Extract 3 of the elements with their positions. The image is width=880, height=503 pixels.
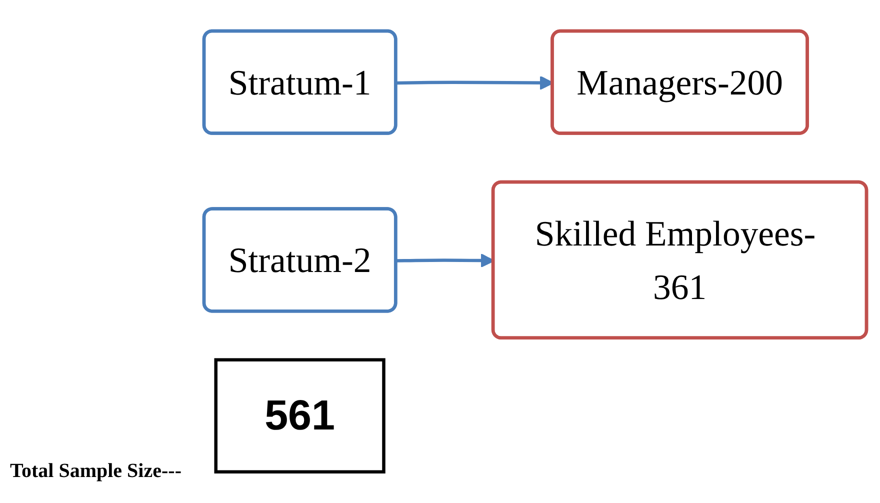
flowchart: Stratum-1 Managers-200 Stratum-2 Skilled Employees- 361 561 [191, 18, 880, 485]
text-label: Total Sample Size--- [10, 460, 182, 483]
node-box [214, 358, 386, 474]
